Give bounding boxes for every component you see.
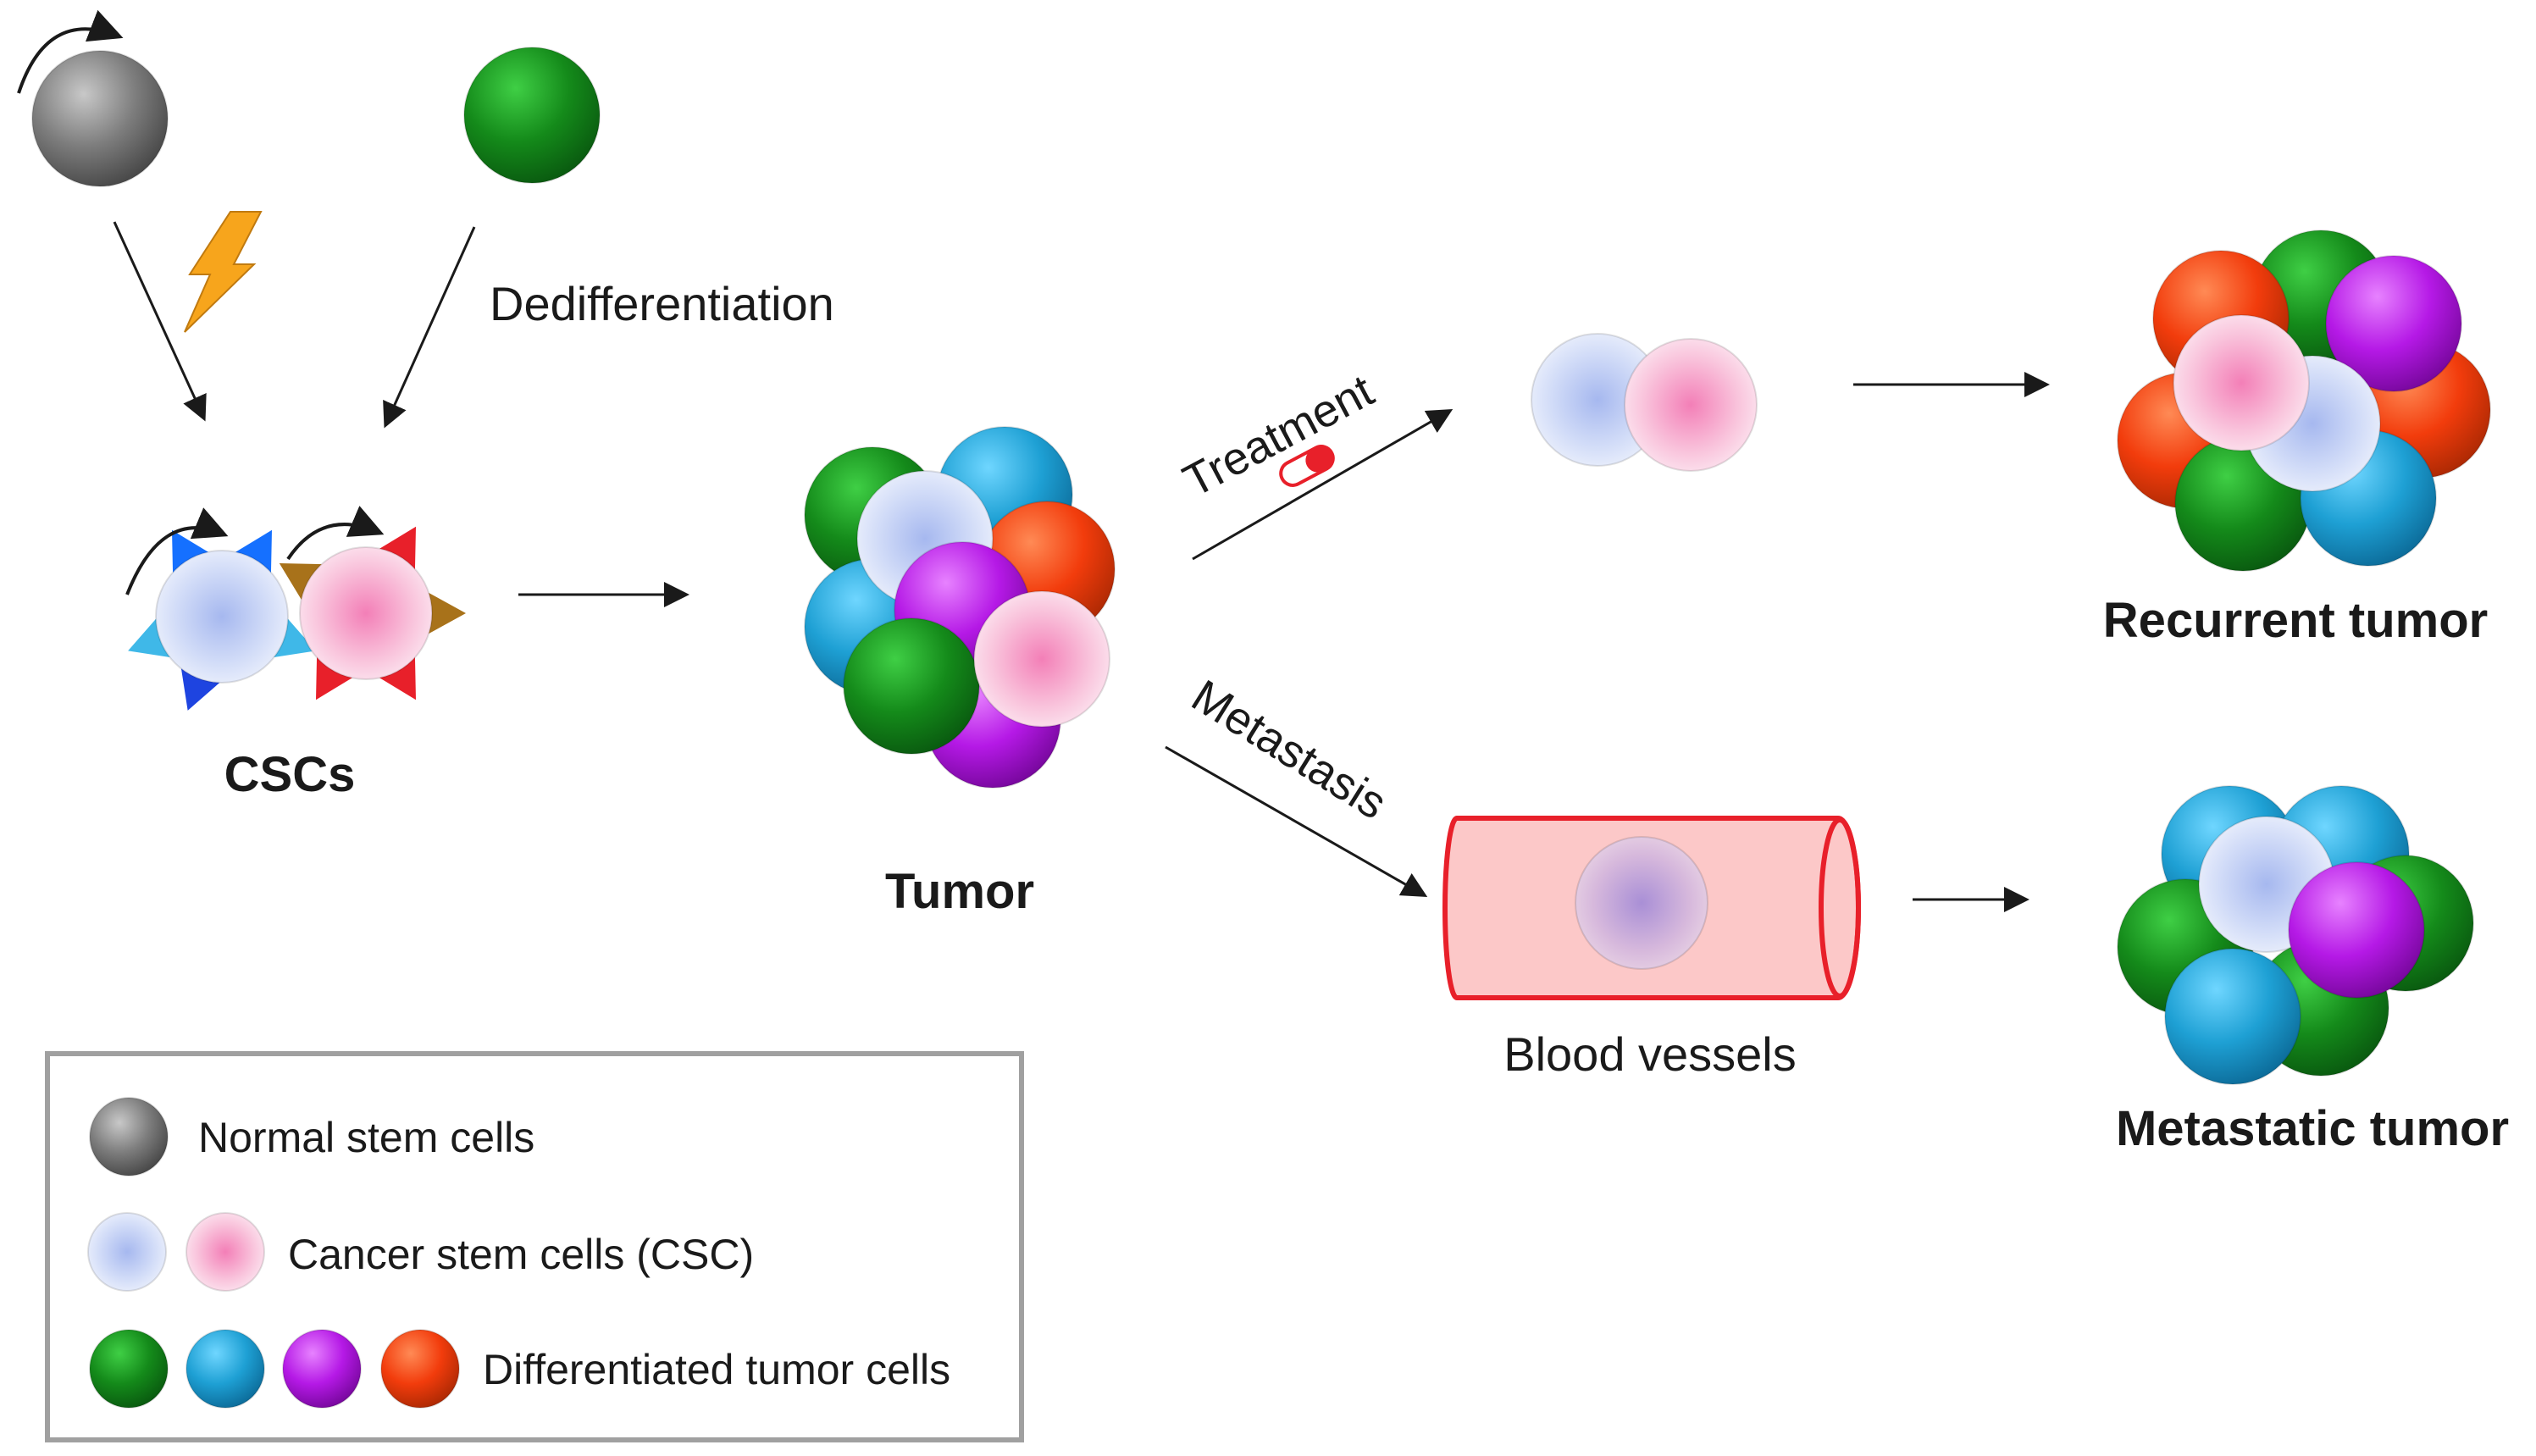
arrows-layer [113, 221, 2050, 912]
csc-pink [299, 546, 433, 680]
treatment-label: Treatment [1175, 365, 1382, 507]
legend-label-differentiated-tumor-cells: Differentiated tumor cells [483, 1346, 950, 1393]
legend-swatch-gray [89, 1097, 169, 1176]
csc-spike-blue-2 [128, 617, 172, 658]
legend-cells [87, 1097, 460, 1409]
metastatic-tumor-cell-7 [2288, 861, 2425, 999]
arrow-metastasis [1165, 745, 1428, 897]
csc-spike-blue-4 [180, 667, 222, 711]
recurrent-tumor-cell-8 [2173, 314, 2310, 451]
csc-spike-red-4 [279, 563, 324, 601]
csc-blue [155, 550, 289, 684]
self-renewal-arrow-icon [17, 9, 124, 94]
self-renewal-arrow-icon [286, 506, 385, 561]
csc-spike-red-0 [378, 526, 416, 572]
csc-spike-blue-0 [172, 529, 210, 575]
tumor-cell-7 [843, 617, 980, 755]
legend-swatch-pink-csc [185, 1212, 265, 1292]
cells-layer [17, 9, 2491, 1085]
csc-spike-blue-1 [234, 529, 272, 575]
legend: Normal stem cells Cancer stem cells (CSC… [45, 1051, 1024, 1442]
blood-vessel-opening [1819, 817, 1861, 999]
blood-vessels-label: Blood vessels [1503, 1027, 1797, 1081]
metastatic-tumor-cell-5 [2164, 948, 2301, 1085]
tumor-label: Tumor [885, 864, 1034, 919]
differentiated-cell-green [463, 47, 601, 184]
csc-spike-blue-3 [272, 617, 316, 658]
legend-swatch-orange [380, 1329, 460, 1409]
legend-swatch-purple [282, 1329, 362, 1409]
tumor-cell-8 [973, 590, 1110, 728]
legend-swatch-blue [185, 1329, 265, 1409]
legend-swatch-blue-csc [87, 1212, 167, 1292]
surviving-csc-pink [1624, 338, 1758, 472]
csc-spike-red-3 [427, 591, 466, 635]
arrow-dedifferentiation [383, 226, 476, 429]
metastasis-label: Metastasis [1183, 670, 1396, 829]
normal-stem-cell [31, 50, 169, 187]
metastatic-tumor-label: Metastatic tumor [2116, 1101, 2509, 1156]
cscs-label: CSCs [224, 747, 356, 802]
lightning-icon [184, 211, 263, 333]
csc-spike-red-1 [378, 655, 416, 700]
dedifferentiation-label: Dedifferentiation [490, 277, 834, 330]
legend-swatch-green [89, 1329, 169, 1409]
circulating-csc [1575, 836, 1708, 970]
legend-label-normal-stem-cells: Normal stem cells [198, 1114, 534, 1161]
self-renewal-arrow-icon [125, 507, 229, 595]
pill-icon [1305, 446, 1333, 473]
legend-label-cancer-stem-cells: Cancer stem cells (CSC) [288, 1231, 754, 1278]
recurrent-tumor-label: Recurrent tumor [2103, 593, 2488, 648]
arrow-normal-to-csc [113, 221, 207, 422]
arrow-treatment [1192, 409, 1453, 561]
recurrent-tumor-cell-4 [2325, 255, 2462, 392]
csc-spike-red-2 [316, 655, 354, 700]
